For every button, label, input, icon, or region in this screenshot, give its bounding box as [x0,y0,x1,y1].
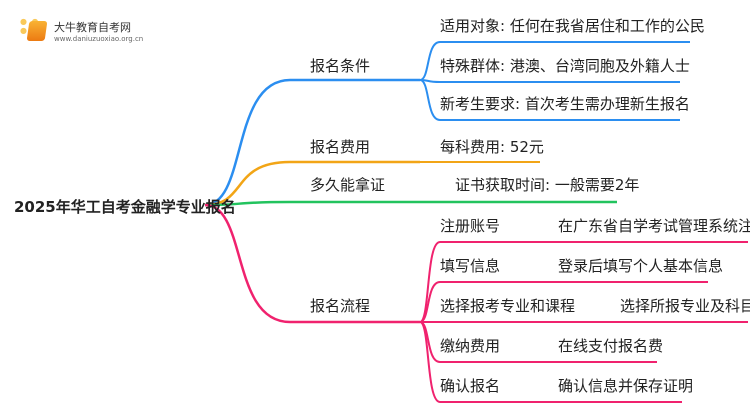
condition-item: 特殊群体: 港澳、台湾同胞及外籍人士 [440,57,690,75]
process-step: 缴纳费用 [440,337,501,355]
condition-item: 新考生要求: 首次考生需办理新生报名 [440,95,690,113]
logo-url: www.daniuzuoxiao.org.cn [54,35,144,43]
time-item: 证书获取时间: 一般需要2年 [455,176,640,194]
root-topic: 2025年华工自考金融学专业报名 [14,198,236,216]
child-line [419,281,708,323]
child-line [419,41,690,81]
child-line [419,79,680,121]
branch-time: 多久能拿证 [310,176,386,194]
process-detail: 确认信息并保存证明 [558,377,694,395]
process-detail: 在线支付报名费 [558,337,664,355]
fee-item: 每科费用: 52元 [440,138,544,156]
process-detail: 选择所报专业及科目 [620,297,750,315]
condition-item: 适用对象: 任何在我省居住和工作的公民 [440,17,705,35]
branch-line-process [204,203,420,324]
child-line [419,241,748,323]
process-step: 注册账号 [440,217,501,235]
logo-name: 大牛教育自考网 [54,21,131,34]
branch-line-conditions [204,78,420,207]
branch-line-fee [204,160,420,207]
logo: ● ● ● 大牛教育自考网 www.daniuzuoxiao.org.cn [20,17,220,47]
child-line [419,79,680,83]
process-detail: 在广东省自学考试管理系统注册 [558,217,750,235]
process-step: 选择报考专业和课程 [440,297,576,315]
process-detail: 登录后填写个人基本信息 [558,257,724,275]
process-step: 填写信息 [440,257,501,275]
branch-conditions: 报名条件 [310,57,371,75]
process-step: 确认报名 [440,377,501,395]
branch-process: 报名流程 [310,297,371,315]
branch-fee: 报名费用 [310,138,371,156]
branch-line-time [204,200,617,207]
child-line [419,321,682,403]
